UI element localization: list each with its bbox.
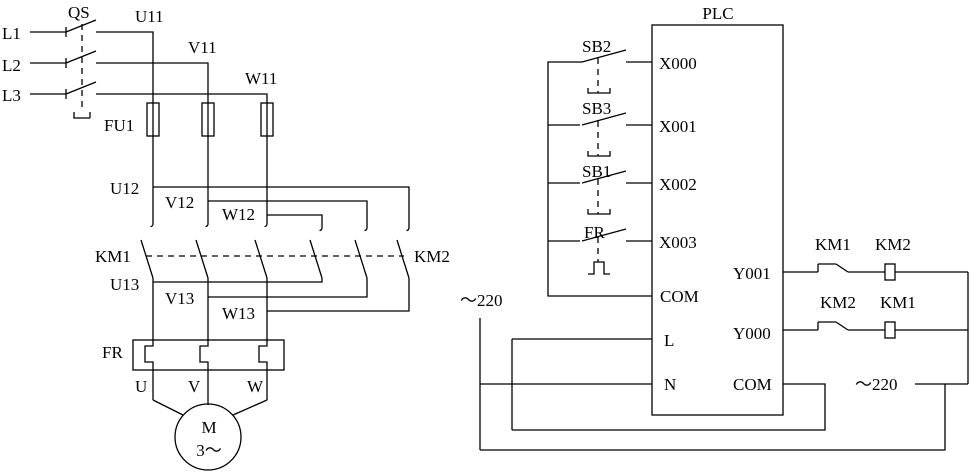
plc-box xyxy=(651,24,784,416)
supply-right-label: ～220 xyxy=(855,375,898,394)
sb1-label: SB1 xyxy=(582,162,611,181)
qs-knife-switch xyxy=(65,19,97,119)
coil-km1-label: KM1 xyxy=(880,293,916,312)
wire-u12-km2 xyxy=(153,186,410,224)
node-label-v11: V11 xyxy=(188,38,217,57)
node-label-v12: V12 xyxy=(165,193,194,212)
contact-km2-label: KM2 xyxy=(820,293,856,312)
node-label-w13: W13 xyxy=(222,304,255,323)
input-x000: X000 xyxy=(659,54,697,73)
wire-u13-km2 xyxy=(153,278,323,283)
input-x002: X002 xyxy=(659,175,697,194)
km1-label: KM1 xyxy=(95,247,131,266)
output-branch-y001 xyxy=(783,263,968,281)
output-branch-y000 xyxy=(783,321,968,339)
node-label-u12: U12 xyxy=(110,179,139,198)
terminal-label-u: U xyxy=(135,377,147,396)
wire-w12-km2 xyxy=(267,214,323,224)
terminal-label-w: W xyxy=(247,377,264,396)
motor-label: M xyxy=(201,418,216,437)
fr-contact-label: FR xyxy=(584,223,605,242)
input-x001: X001 xyxy=(659,117,697,136)
node-label-u13: U13 xyxy=(110,275,139,294)
supply-left-label: ～220 xyxy=(460,291,503,310)
fr-label: FR xyxy=(102,343,123,362)
fr-overload-relay xyxy=(132,339,285,371)
node-label-v13: V13 xyxy=(165,289,194,308)
terminal-label-v: V xyxy=(188,377,201,396)
contactors xyxy=(140,220,410,279)
km2-label: KM2 xyxy=(414,247,450,266)
plc-control-circuit: PLC X000 X001 X002 X003 COM L N Y001 Y00… xyxy=(460,4,969,451)
input-common-bus xyxy=(547,61,652,297)
output-y001: Y001 xyxy=(733,264,771,283)
output-y000: Y000 xyxy=(733,324,771,343)
fu1-fuses xyxy=(146,102,274,137)
output-com: COM xyxy=(733,375,772,394)
sb3-label: SB3 xyxy=(582,99,611,118)
wire-v13-km2 xyxy=(208,278,368,298)
input-x003: X003 xyxy=(659,233,697,252)
input-com: COM xyxy=(660,287,699,306)
phase-label-l3: L3 xyxy=(2,86,21,105)
wire-w11 xyxy=(96,93,268,103)
input-leads xyxy=(30,27,67,99)
motor-spec: 3～ xyxy=(196,441,222,460)
motor-symbol xyxy=(174,403,242,471)
node-label-w11: W11 xyxy=(245,69,277,88)
coil-km2-label: KM2 xyxy=(875,235,911,254)
sb1-push-button xyxy=(581,170,652,215)
node-label-u11: U11 xyxy=(135,7,164,26)
wire-v11 xyxy=(96,62,209,103)
sb2-label: SB2 xyxy=(582,37,611,56)
phase-label-l1: L1 xyxy=(2,24,21,43)
phase-label-l2: L2 xyxy=(2,56,21,75)
sb2-push-button xyxy=(580,49,652,94)
plc-title: PLC xyxy=(702,4,733,23)
power-term-l: L xyxy=(664,331,674,350)
fr-relay-contact xyxy=(581,228,652,275)
wire-v12-km2 xyxy=(208,200,368,224)
motor-main-circuit: L1 L2 L3 QS U11 V11 W11 xyxy=(2,3,450,471)
power-term-n: N xyxy=(664,375,676,394)
wire-w13-km2 xyxy=(267,278,410,312)
fu1-label: FU1 xyxy=(104,116,134,135)
contact-km1-label: KM1 xyxy=(815,235,851,254)
sb3-push-button xyxy=(581,112,652,157)
qs-label: QS xyxy=(68,3,90,22)
node-label-w12: W12 xyxy=(222,205,255,224)
wire-u11 xyxy=(96,31,154,103)
